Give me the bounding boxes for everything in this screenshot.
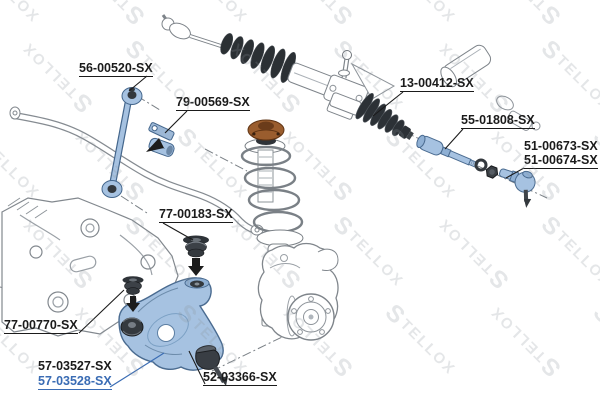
rear-bushing-part: [183, 235, 209, 258]
part-label-52-03366: 52-03366-SX: [203, 370, 277, 386]
direction-arrows: [126, 138, 204, 312]
control-arm: [118, 277, 228, 386]
part-label-51-00674: 51-00674-SX: [524, 153, 598, 169]
rack-cylinder: [440, 44, 492, 88]
arrow-to-bar: [146, 138, 164, 152]
part-label-77-00770: 77-00770-SX: [4, 318, 78, 334]
part-label-56-00520: 56-00520-SX: [79, 61, 153, 77]
inner-tie-rod-part: [416, 134, 479, 169]
part-label-57-03528-highlighted: 57-03528-SX: [38, 374, 112, 390]
steering-rack: [161, 14, 541, 131]
part-label-57-03527: 57-03527-SX: [38, 359, 112, 373]
part-label-51-00673: 51-00673-SX: [524, 139, 598, 153]
part-label-79-00569: 79-00569-SX: [176, 95, 250, 111]
wheel-hub: [287, 293, 335, 341]
tie-rod-end-part: [499, 168, 536, 208]
front-bushing-part: [122, 276, 144, 295]
part-label-77-00183: 77-00183-SX: [159, 207, 233, 223]
stabilizer-bar: [9, 106, 264, 236]
rack-bellows: [220, 33, 296, 83]
part-label-13-00412: 13-00412-SX: [400, 76, 474, 92]
rear-bushing-seat: [184, 277, 210, 289]
arrow-down-rear: [188, 258, 204, 276]
arrow-down-front: [126, 296, 140, 312]
ball-joint-part: [195, 345, 228, 386]
part-label-55-01808: 55-01808-SX: [461, 113, 535, 129]
steering-knuckle: [257, 242, 339, 341]
stabilizer-link-part: [101, 87, 143, 198]
tie-rod-nut: [474, 158, 499, 179]
strut-top-mount: [247, 119, 285, 145]
leader-lines: [78, 75, 525, 388]
front-bushing-seat: [120, 317, 144, 337]
